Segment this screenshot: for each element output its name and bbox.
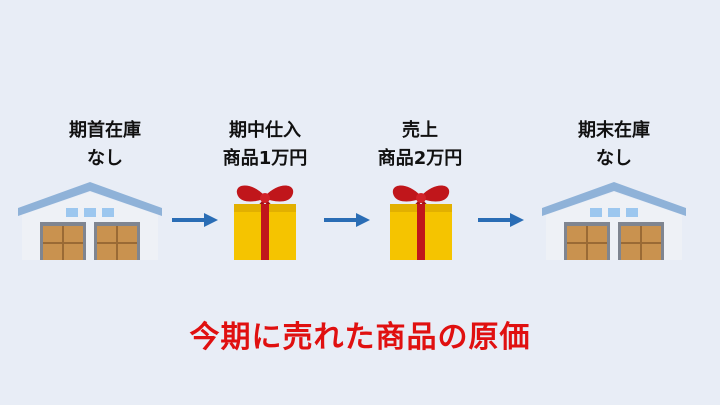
stage-opening-line2: なし: [87, 148, 123, 169]
stage-opening-line1: 期首在庫: [69, 120, 141, 141]
gift-icon: [390, 185, 452, 260]
warehouse-icon: [18, 182, 162, 260]
arrow-right-icon: [172, 213, 218, 227]
stage-sales-line1: 売上: [402, 120, 438, 141]
stage-label-purchase: 期中仕入 商品1万円: [185, 117, 345, 173]
warehouse-icon: [542, 182, 686, 260]
stage-label-closing: 期末在庫 なし: [534, 117, 694, 173]
arrow-right-icon: [478, 213, 524, 227]
stage-purchase-line2: 商品1万円: [222, 148, 308, 169]
stage-closing-line1: 期末在庫: [578, 120, 650, 141]
stage-closing-line2: なし: [596, 148, 632, 169]
gift-icon: [234, 185, 296, 260]
stage-sales-line2: 商品2万円: [377, 148, 463, 169]
stage-purchase-line1: 期中仕入: [229, 120, 301, 141]
stage-label-opening: 期首在庫 なし: [25, 117, 185, 173]
stage-label-sales: 売上 商品2万円: [340, 117, 500, 173]
caption: 今期に売れた商品の原価: [189, 320, 531, 355]
arrow-right-icon: [324, 213, 370, 227]
